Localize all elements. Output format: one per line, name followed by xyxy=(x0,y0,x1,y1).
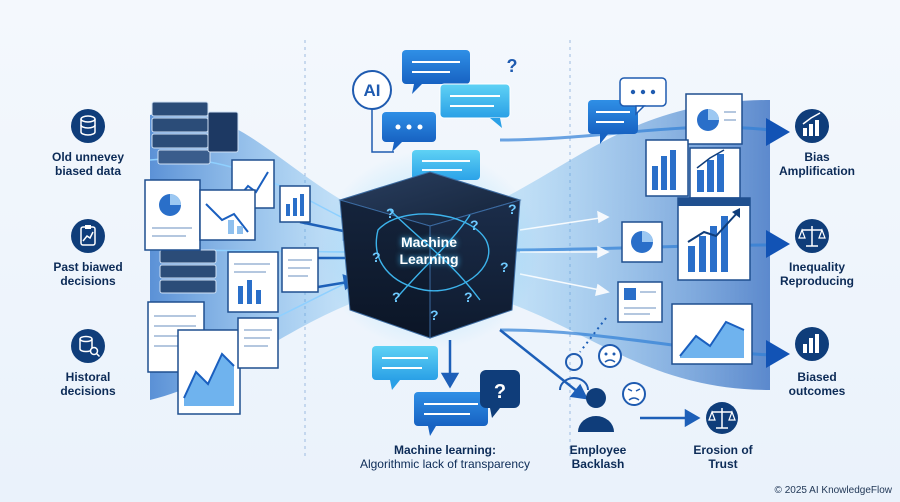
dashboard-growth xyxy=(677,197,751,281)
dashboard-bars-1 xyxy=(645,139,689,197)
clipboard-chart-icon xyxy=(71,219,105,253)
document-text xyxy=(227,251,279,313)
caption-subtitle: Algorithmic lack of transparency xyxy=(359,457,531,471)
speech-bubble-6 xyxy=(414,392,488,436)
server-stack-top xyxy=(151,101,239,165)
worried-face-icon xyxy=(598,344,622,368)
dashboard-pie xyxy=(685,93,743,145)
svg-text:?: ? xyxy=(500,259,509,275)
server-stack-middle xyxy=(159,249,217,294)
input-label-historical: Historal decisions xyxy=(60,370,116,398)
output-label-bias-amplification: Bias Amplification xyxy=(778,150,855,178)
dashboard-doc xyxy=(617,281,663,323)
svg-text:?: ? xyxy=(392,289,401,305)
bar-chart-icon xyxy=(795,327,829,361)
trust-arrow xyxy=(640,408,701,428)
document-bar-chart-small xyxy=(279,185,311,223)
speech-bubble-5 xyxy=(372,346,438,390)
ai-badge-text: AI xyxy=(364,81,381,100)
svg-text:?: ? xyxy=(372,249,381,265)
document-area-chart xyxy=(177,329,241,415)
dashboard-bars-2 xyxy=(689,147,741,199)
input-label-old-data: Old unnevey biased data xyxy=(51,150,125,178)
person-icon xyxy=(559,353,589,391)
label-erosion-of-trust: Erosion of Trust xyxy=(693,443,753,471)
output-label-biased-outcomes: Biased outcomes xyxy=(788,370,846,398)
svg-text:?: ? xyxy=(494,381,506,403)
output-arrows xyxy=(766,118,790,368)
output-label-inequality: Inequality Reproducing xyxy=(780,260,854,288)
angry-person-icon xyxy=(578,388,614,432)
svg-text:?: ? xyxy=(464,289,473,305)
broken-scales-icon xyxy=(706,402,738,434)
caption-title: Machine learning: xyxy=(393,443,497,457)
document-down-trend xyxy=(199,189,256,241)
speech-bubble-2 xyxy=(439,83,511,128)
scales-icon xyxy=(795,219,829,253)
label-employee-backlash: Employee Backlash xyxy=(569,443,627,471)
copyright-text: © 2025 AI KnowledgeFlow xyxy=(774,485,892,496)
center-caption: Machine learning: Algorithmic lack of tr… xyxy=(330,443,560,471)
svg-text:?: ? xyxy=(507,56,518,76)
svg-text:?: ? xyxy=(470,217,479,233)
svg-text:?: ? xyxy=(430,307,439,323)
dashboard-pie-small xyxy=(621,221,663,263)
cube-down-arrow xyxy=(440,340,460,389)
question-mark-icon: ? xyxy=(507,56,518,76)
speech-bubble-3 xyxy=(382,112,436,152)
svg-text:?: ? xyxy=(386,205,395,221)
document-page-small xyxy=(237,317,279,369)
dashboard-area xyxy=(671,303,753,365)
growth-chart-icon xyxy=(795,109,829,143)
speech-bubble-1 xyxy=(402,50,470,94)
database-search-icon xyxy=(71,329,105,363)
input-label-past-decisions: Past biawed decisions xyxy=(53,260,123,288)
angry-face-icon xyxy=(622,382,646,406)
ai-badge-icon: AI xyxy=(352,70,394,153)
document-notes xyxy=(281,247,319,293)
svg-text:?: ? xyxy=(508,201,517,217)
cube-label: Machine Learning xyxy=(399,234,459,267)
database-icon xyxy=(71,109,105,143)
dotted-connector xyxy=(579,317,607,353)
question-bubble-icon: ? xyxy=(480,370,520,418)
machine-learning-cube: ? ? ? ? ? ? ? ? xyxy=(338,171,522,339)
speech-bubble-7 xyxy=(588,100,638,144)
speech-bubble-8 xyxy=(619,77,667,116)
document-pie-chart xyxy=(144,179,201,251)
